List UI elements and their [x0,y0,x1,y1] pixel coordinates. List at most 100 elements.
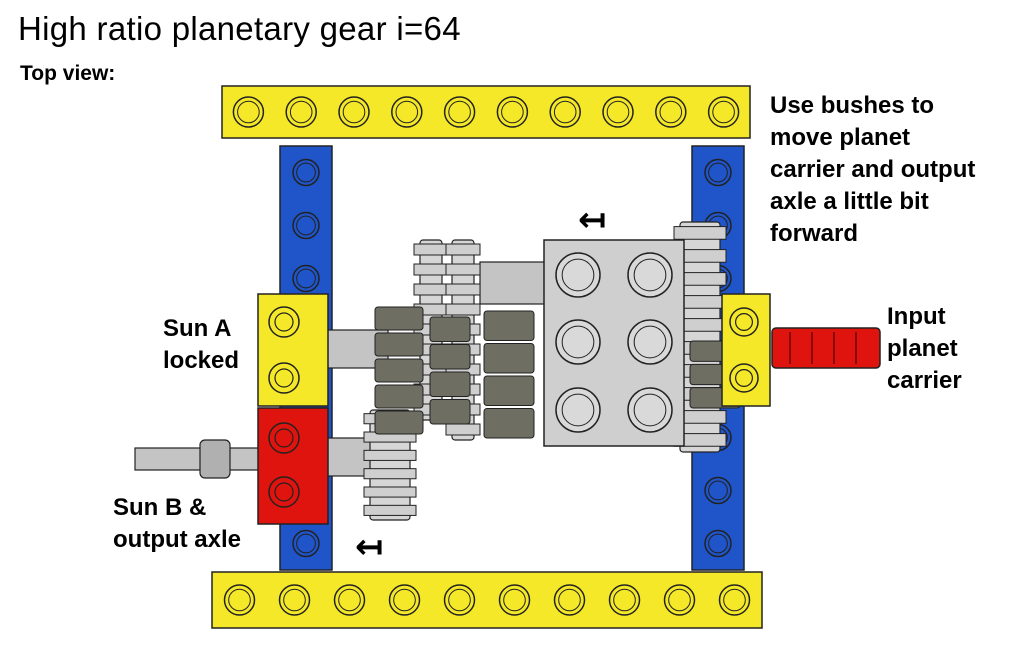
stud-ring [561,325,595,359]
note-line: Use bushes to [770,92,935,119]
arrow-left-icon: ↤ [578,201,607,239]
gear-tooth [483,310,535,341]
label-line: Sun B & [113,494,207,521]
gear-tooth [413,283,449,296]
gear-tooth [445,263,481,276]
gear-tooth [374,358,424,383]
pin-hole-inner [734,369,753,388]
stud-ring [296,533,316,554]
stud-ring [659,100,683,124]
arrow-left-icon: ↤ [355,528,384,566]
input-axle [771,327,881,369]
stud-ring [723,588,746,612]
stud-ring [553,100,577,124]
axle-bush [199,439,231,479]
gear-tooth [374,306,424,331]
stud-ring [633,258,667,292]
sun-b-label: Sun B & output axle [113,492,241,556]
sun-a-label: Sun A locked [163,313,239,377]
gear-tooth [483,343,535,374]
stud-ring [342,100,366,124]
pin-hole [268,476,300,508]
label-line: carrier [887,367,962,394]
stud-ring [283,588,306,612]
bearing-bricks [257,293,881,525]
gear-tooth [445,423,481,436]
gear-tooth [374,332,424,357]
gear-tooth [483,408,535,439]
label-line: Sun A [163,315,232,342]
gear-tooth [413,243,449,256]
pin-hole-inner [274,482,294,502]
stud-ring [393,588,416,612]
stud-ring [633,393,667,427]
stud-ring [708,480,728,501]
label-line: output axle [113,526,242,553]
gear-tooth [429,371,471,397]
stud-ring [558,588,581,612]
pin-hole-inner [734,313,753,332]
stud-ring [606,100,630,124]
label-line: Input [887,303,946,330]
stud-ring [633,325,667,359]
gear-tooth [413,263,449,276]
pin-hole [729,307,759,337]
gear-tooth [363,486,417,498]
stud-ring [503,588,526,612]
gear-tooth [445,303,481,316]
pin-hole [729,363,759,393]
stud-ring [668,588,691,612]
stud-ring [296,215,316,236]
gear-tooth [363,449,417,461]
gear-tooth [374,410,424,435]
stud-ring [561,393,595,427]
gear-tooth [445,243,481,256]
stud-ring [237,100,260,124]
stud-ring [708,533,728,554]
pin-hole-inner [274,312,294,332]
gear-tooth [673,226,727,240]
pin-hole [268,306,300,338]
input-label: Input planet carrier [887,301,962,397]
pin-hole [268,422,300,454]
dark-gear-right [483,310,535,439]
bottom-yellow-beam [211,571,763,629]
dark-gear-mid [429,316,471,425]
gear-tooth [445,283,481,296]
bushes-note: Use bushes to move planet carrier and ou… [770,90,975,250]
page-title: High ratio planetary gear i=64 [18,10,461,47]
gear-train [134,221,741,521]
stud-ring [448,588,471,612]
stud-ring [289,100,313,124]
stud-ring [338,588,361,612]
gear-tooth [429,399,471,425]
stud-ring [501,100,524,124]
gear-tooth [429,316,471,342]
gear-tooth [363,468,417,480]
note-line: forward [770,220,859,247]
note-line: carrier and output [770,156,976,183]
stud-ring [712,100,735,124]
stud-ring [613,588,636,612]
stud-ring [228,588,251,612]
top-yellow-beam [221,85,751,139]
label-line: locked [163,347,240,374]
gear-tooth [429,344,471,370]
pin-hole-inner [274,428,294,448]
stud-ring [395,100,419,124]
stud-ring [296,162,316,183]
dark-gear-left [374,306,424,435]
stud-ring [708,162,728,183]
pin-hole-inner [274,368,294,388]
note-line: move planet [770,124,911,151]
view-subtitle: Top view: [20,62,116,85]
note-line: axle a little bit [770,188,929,215]
label-line: planet [887,335,958,362]
gear-tooth [483,375,535,406]
pin-hole [268,362,300,394]
gear-tooth [374,384,424,409]
stud-ring [448,100,471,124]
stud-ring [561,258,595,292]
gear-tooth [363,504,417,516]
